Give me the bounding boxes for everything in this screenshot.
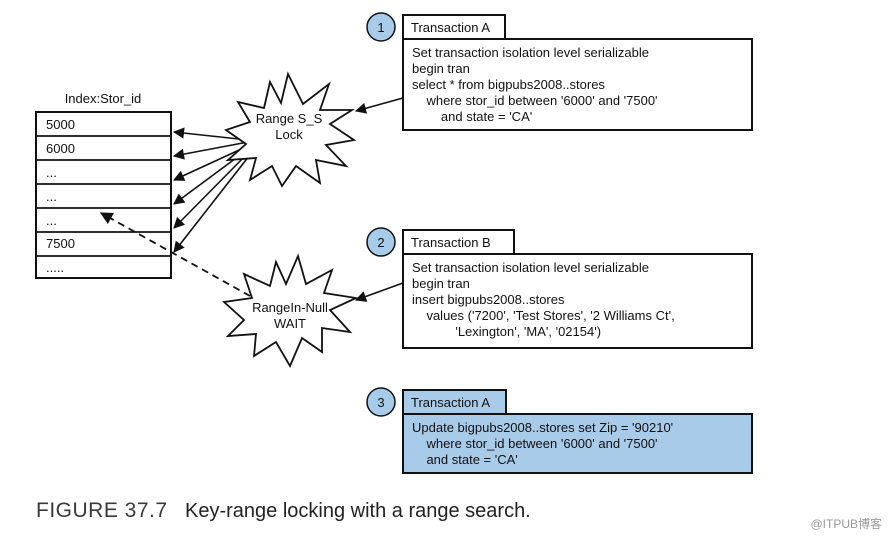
sql-line: insert bigpubs2008..stores	[412, 292, 565, 307]
index-row-label: ...	[46, 189, 57, 204]
transaction-step-2: 2 Transaction B Set transaction isolatio…	[366, 227, 753, 349]
step-number: 2	[377, 235, 384, 250]
sql-line: Set transaction isolation level serializ…	[412, 260, 649, 275]
transaction-header: Transaction B	[411, 235, 491, 250]
index-row-label: .....	[46, 260, 64, 275]
step-number-badge	[366, 387, 396, 417]
index-row-label: ...	[46, 213, 57, 228]
figure-label: FIGURE 37.7	[36, 499, 168, 522]
transaction-step-3: 3 Transaction A Update bigpubs2008..stor…	[366, 387, 753, 474]
step-number: 3	[377, 395, 384, 410]
sql-line: and state = 'CA'	[412, 109, 532, 124]
txn-a-to-lock-arrow	[354, 97, 404, 114]
index-row-label: 6000	[46, 141, 75, 156]
sql-line: begin tran	[412, 61, 470, 76]
sql-line: Set transaction isolation level serializ…	[412, 45, 649, 60]
rangein-null-wait-burst: RangeIn-Null WAIT	[221, 253, 360, 368]
index-row-label: 5000	[46, 117, 75, 132]
sql-line: where stor_id between '6000' and '7500'	[412, 436, 658, 451]
range-ss-line2: Lock	[275, 127, 303, 142]
index-row-label: ...	[46, 165, 57, 180]
rangein-null-line2: WAIT	[274, 316, 306, 331]
sql-line: begin tran	[412, 276, 470, 291]
txn-b-to-wait-arrow	[354, 282, 404, 302]
step-number: 1	[377, 20, 384, 35]
watermark: @ITPUB博客	[810, 516, 882, 531]
sql-line: 'Lexington', 'MA', '02154')	[412, 324, 601, 339]
sql-line: select * from bigpubs2008..stores	[412, 77, 605, 92]
index-title: Index:Stor_id	[65, 91, 142, 106]
sql-line: where stor_id between '6000' and '7500'	[412, 93, 658, 108]
range-ss-line1: Range S_S	[256, 111, 323, 126]
range-ss-lock-burst: Range S_S Lock	[224, 71, 357, 188]
index-row: .....	[35, 255, 172, 279]
sql-line: values ('7200', 'Test Stores', '2 Willia…	[412, 308, 675, 323]
figure-caption: FIGURE 37.7 Key-range locking with a ran…	[36, 499, 531, 522]
step-number-badge	[366, 227, 396, 257]
transaction-header: Transaction A	[411, 20, 490, 35]
figure-caption-text: Key-range locking with a range search.	[185, 500, 531, 522]
sql-line: and state = 'CA'	[412, 452, 518, 467]
index-row-label: 7500	[46, 236, 75, 251]
step-number-badge	[366, 12, 396, 42]
transaction-header: Transaction A	[411, 395, 490, 410]
sql-line: Update bigpubs2008..stores set Zip = '90…	[412, 420, 673, 435]
rangein-null-line1: RangeIn-Null	[252, 300, 328, 315]
wait-dashed-arrow	[99, 212, 251, 297]
transaction-step-1: 1 Transaction A Set transaction isolatio…	[366, 12, 753, 131]
index-table: Index:Stor_id 5000 6000 ... ... ... 7500	[35, 91, 172, 279]
